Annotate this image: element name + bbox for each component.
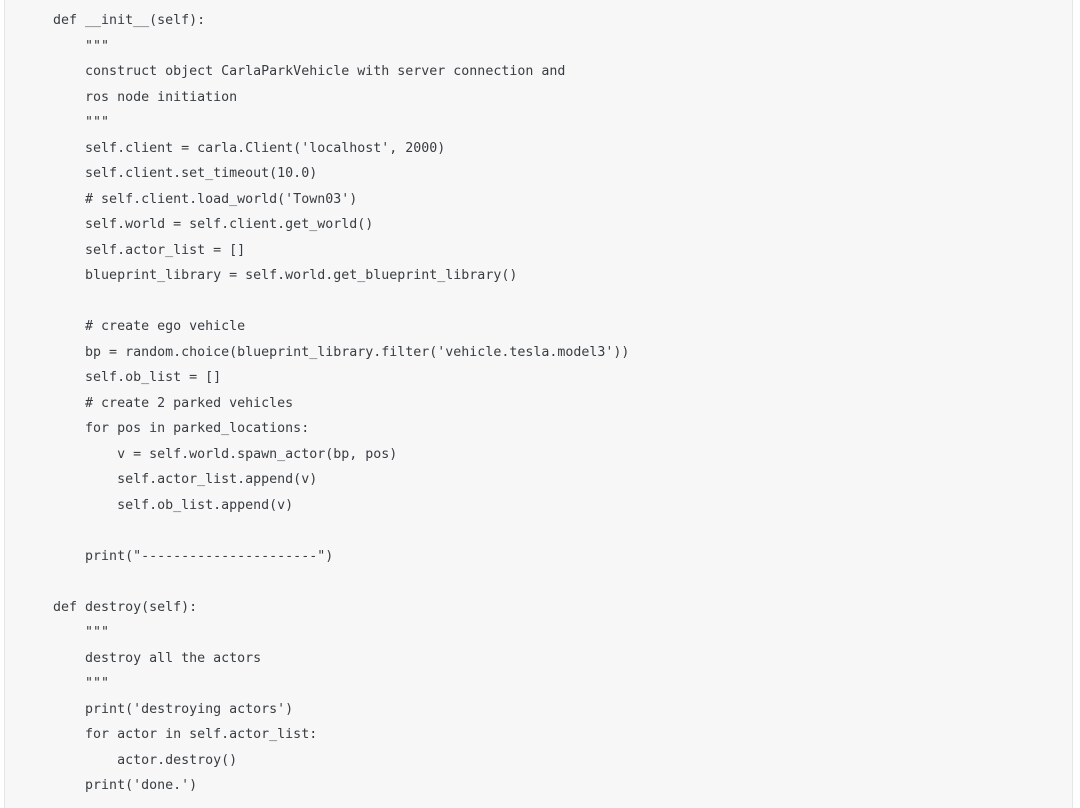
python-code-block: def __init__(self): """ construct object… <box>53 13 630 793</box>
code-block-container: def __init__(self): """ construct object… <box>4 0 1073 808</box>
